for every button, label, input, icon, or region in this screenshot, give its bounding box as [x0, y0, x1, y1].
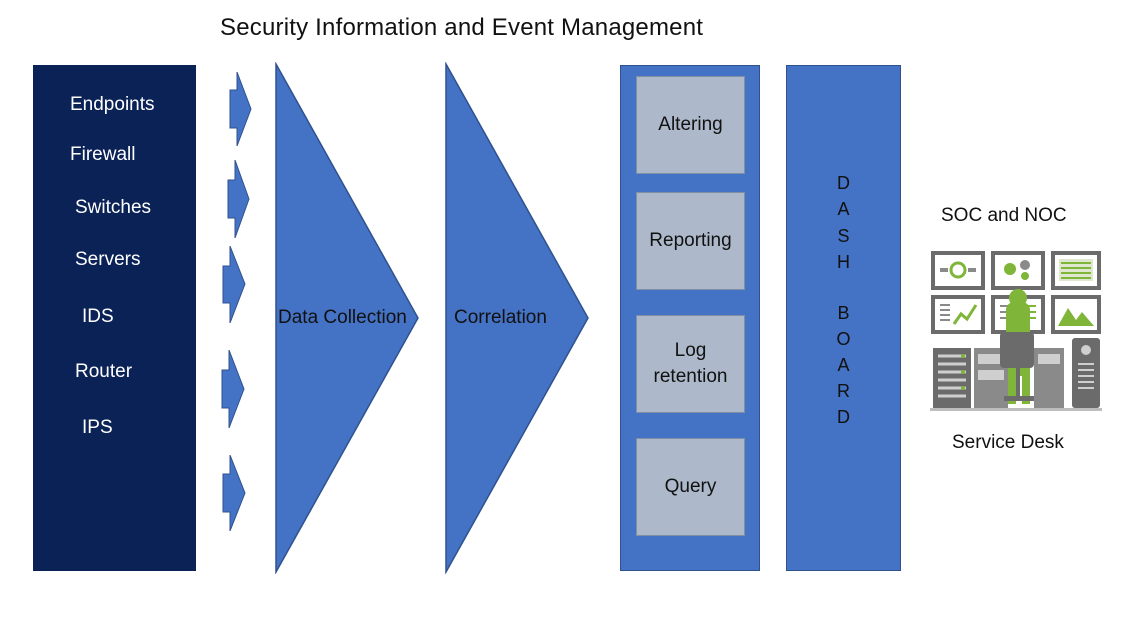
correlation-label: Correlation: [454, 307, 547, 328]
source-label-servers: Servers: [75, 249, 141, 270]
dashboard-letter: R: [837, 381, 850, 401]
function-altering: Altering: [636, 76, 745, 174]
dashboard-letter: O: [836, 329, 851, 349]
function-log-retention: Log retention: [636, 315, 745, 413]
service-desk-icon: [930, 251, 1102, 411]
dashboard-letter: A: [837, 199, 850, 219]
function-label: Altering: [658, 114, 723, 135]
siem-functions-panel: Altering Reporting Log retention Query: [620, 65, 760, 571]
arrow-right-icon: [221, 350, 245, 428]
source-label-ids: IDS: [82, 306, 114, 327]
dashboard-letter: D: [837, 173, 850, 193]
arrow-right-icon: [222, 455, 246, 531]
function-reporting: Reporting: [636, 192, 745, 290]
function-label: Query: [664, 476, 717, 497]
dashboard-letter: D: [837, 407, 850, 427]
source-label-firewall: Firewall: [70, 144, 136, 165]
correlation-stage: [445, 62, 589, 574]
arrow-right-icon: [229, 72, 252, 146]
source-label-router: Router: [75, 361, 133, 382]
data-collection-stage: [275, 62, 419, 574]
source-label-ips: IPS: [82, 417, 113, 438]
function-label: Reporting: [649, 230, 732, 251]
soc-noc-label: SOC and NOC: [941, 205, 1067, 226]
dashboard-letter: H: [837, 252, 850, 272]
service-desk-label: Service Desk: [952, 432, 1064, 453]
diagram-title: Security Information and Event Managemen…: [220, 14, 704, 41]
dashboard-panel: D A S H B O A R D: [786, 65, 901, 571]
source-label-endpoints: Endpoints: [70, 94, 155, 115]
function-query: Query: [636, 438, 745, 536]
dashboard-letter: A: [837, 355, 850, 375]
data-collection-label: Data Collection: [278, 307, 407, 328]
arrow-right-icon: [222, 246, 246, 323]
dashboard-letter: B: [837, 303, 850, 323]
log-sources-panel: Endpoints Firewall Switches Servers IDS …: [33, 65, 196, 571]
function-label: Log retention: [653, 340, 728, 387]
arrow-right-icon: [227, 160, 250, 238]
dashboard-letter: S: [837, 226, 850, 246]
source-label-switches: Switches: [75, 197, 152, 218]
